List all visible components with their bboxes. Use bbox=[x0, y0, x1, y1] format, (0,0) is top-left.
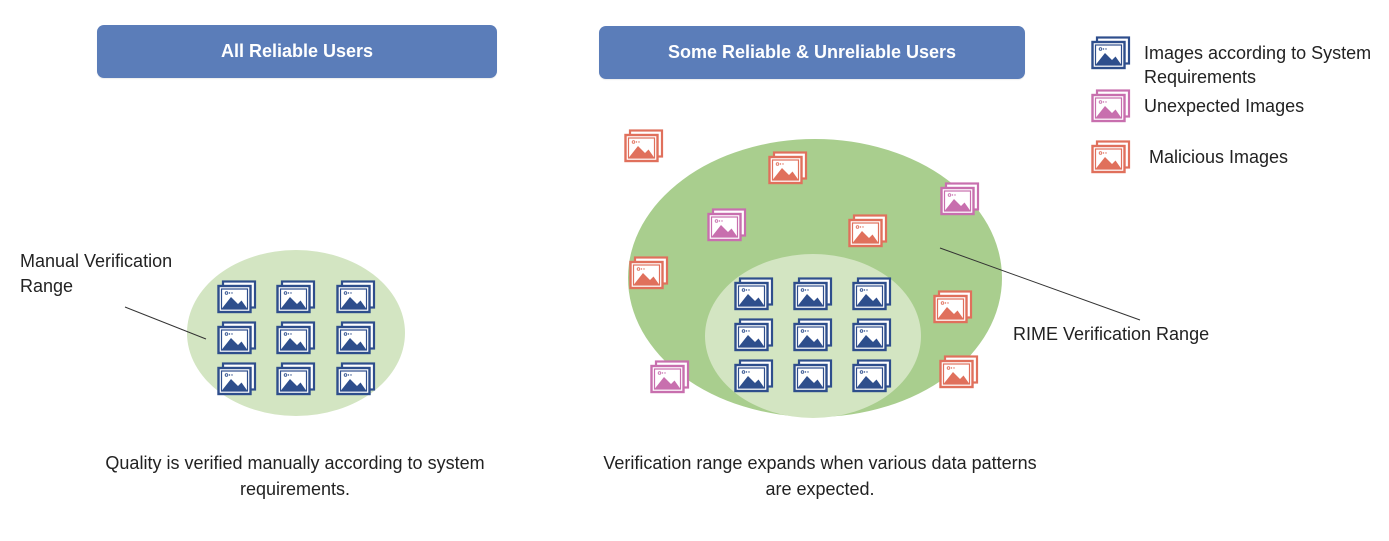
header-all-reliable-users: All Reliable Users bbox=[97, 25, 497, 78]
legend-unexpected-image-icon bbox=[1091, 89, 1131, 123]
malicious-image-icon bbox=[939, 355, 979, 389]
legend-label-expected-images: Images according to System Requirements bbox=[1144, 43, 1372, 87]
expected-image-icon bbox=[852, 359, 892, 393]
expected-image-icon bbox=[217, 321, 257, 355]
expected-image-icon bbox=[852, 318, 892, 352]
unexpected-image-icon bbox=[650, 360, 690, 394]
manual-verification-range-label: Manual Verification Range bbox=[20, 251, 173, 296]
expected-image-icon bbox=[793, 359, 833, 393]
expected-image-icon bbox=[276, 321, 316, 355]
legend-label-unexpected-images: Unexpected Images bbox=[1144, 96, 1305, 116]
legend-expected-image-icon bbox=[1091, 36, 1131, 70]
rime-verification-range-label: RIME Verification Range bbox=[1013, 324, 1210, 344]
legend-malicious-image-icon bbox=[1091, 140, 1131, 174]
rime-range-leader-line bbox=[939, 247, 1141, 321]
legend-label-malicious-images: Malicious Images bbox=[1149, 147, 1289, 167]
expected-image-icon bbox=[734, 359, 774, 393]
expected-image-icon bbox=[336, 362, 376, 396]
unexpected-image-icon bbox=[707, 208, 747, 242]
manual-range-leader-line bbox=[124, 306, 207, 340]
caption-right: Verification range expands when various … bbox=[603, 453, 1037, 499]
expected-image-icon bbox=[217, 280, 257, 314]
expected-image-icon bbox=[793, 277, 833, 311]
header-some-reliable-unreliable-users: Some Reliable & Unreliable Users bbox=[599, 26, 1025, 79]
malicious-image-icon bbox=[624, 129, 664, 163]
caption-left: Quality is verified manually according t… bbox=[105, 453, 485, 499]
malicious-image-icon bbox=[629, 256, 669, 290]
expected-image-icon bbox=[734, 318, 774, 352]
expected-image-icon bbox=[852, 277, 892, 311]
malicious-image-icon bbox=[848, 214, 888, 248]
malicious-image-icon bbox=[768, 151, 808, 185]
expected-image-icon bbox=[734, 277, 774, 311]
unexpected-image-icon bbox=[940, 182, 980, 216]
expected-image-icon bbox=[217, 362, 257, 396]
expected-image-icon bbox=[336, 280, 376, 314]
expected-image-icon bbox=[336, 321, 376, 355]
expected-image-icon bbox=[793, 318, 833, 352]
malicious-image-icon bbox=[933, 290, 973, 324]
expected-image-icon bbox=[276, 362, 316, 396]
expected-image-icon bbox=[276, 280, 316, 314]
